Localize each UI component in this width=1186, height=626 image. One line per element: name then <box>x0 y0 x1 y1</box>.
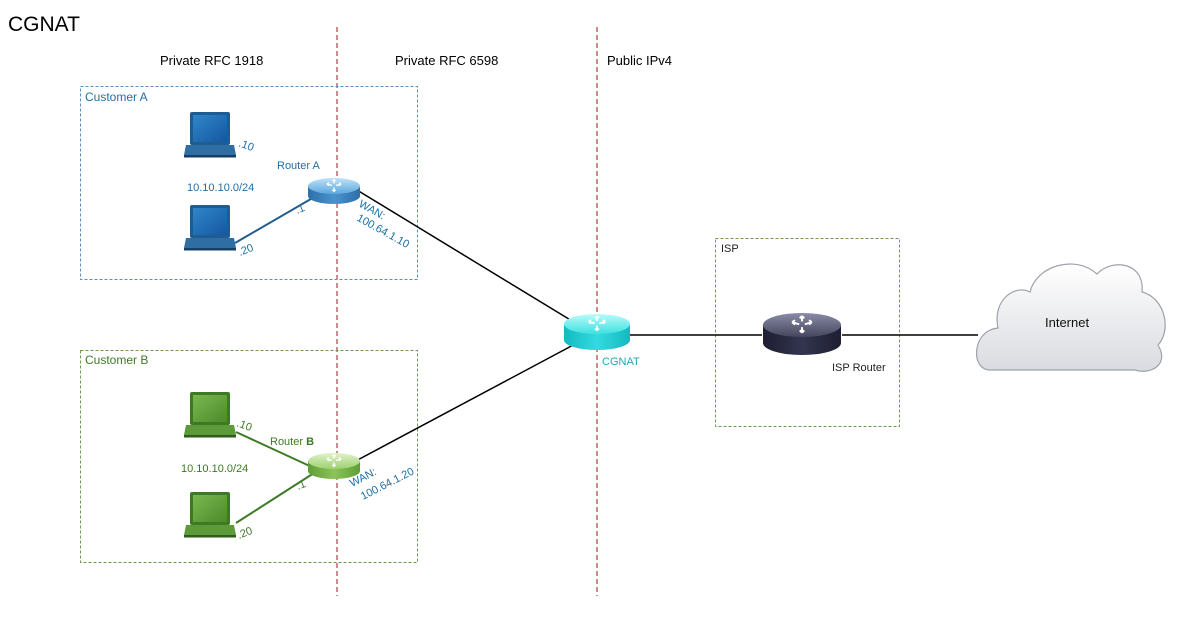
customer-b-label: Customer B <box>85 353 148 367</box>
router-icon <box>308 453 360 479</box>
router-icon <box>308 178 360 204</box>
router-a-label: Router A <box>277 160 320 172</box>
customer-b-host1-octet: .10 <box>235 418 253 435</box>
cloud-icon <box>976 263 1166 372</box>
router-b-lan-octet: .1 <box>295 478 308 493</box>
laptop-icon <box>184 392 236 438</box>
cgnat-label: CGNAT <box>602 356 640 368</box>
link-router-b-cgnat <box>351 342 578 464</box>
zone-label-private-rfc1918: Private RFC 1918 <box>160 53 263 68</box>
link-laptop-b1-router-b <box>235 431 315 469</box>
customer-a-host2-octet: .20 <box>237 242 256 259</box>
laptop-icon <box>184 492 236 538</box>
laptop-icon <box>184 112 236 158</box>
router-b-label-text: Router <box>270 436 303 448</box>
zone-label-public-ipv4: Public IPv4 <box>607 53 672 68</box>
isp-box <box>715 238 900 427</box>
router-icon <box>564 314 630 350</box>
diagram-title: CGNAT <box>8 13 80 36</box>
customer-b-subnet: 10.10.10.0/24 <box>181 463 248 475</box>
zone-label-private-rfc6598: Private RFC 6598 <box>395 53 498 68</box>
isp-box-label: ISP <box>721 243 739 255</box>
customer-a-host1-octet: .10 <box>237 138 255 155</box>
laptop-icon <box>184 205 236 251</box>
link-laptop-b2-router-b <box>235 472 315 524</box>
link-router-a-cgnat <box>351 186 578 325</box>
internet-label: Internet <box>1045 315 1089 330</box>
customer-a-subnet: 10.10.10.0/24 <box>187 182 254 194</box>
router-icon <box>763 313 841 355</box>
router-b-label-bold: B <box>306 436 314 448</box>
customer-b-box <box>80 350 418 563</box>
customer-b-host2-octet: .20 <box>236 525 255 542</box>
link-laptop-a2-router-a <box>234 195 317 244</box>
customer-a-label: Customer A <box>85 90 148 104</box>
router-b-label: Router B <box>270 436 314 448</box>
router-a-lan-octet: .1 <box>294 202 307 217</box>
isp-router-label: ISP Router <box>832 362 886 374</box>
